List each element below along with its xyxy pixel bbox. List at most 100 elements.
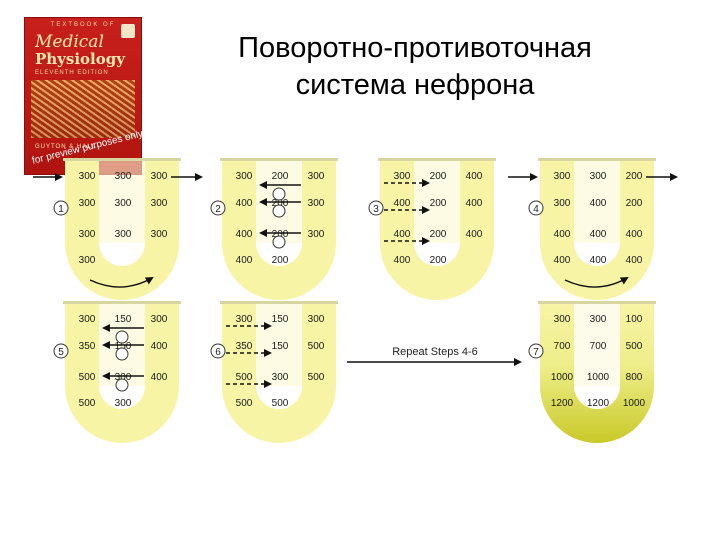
concentration-label: 100 bbox=[626, 314, 643, 325]
concentration-label: 300 bbox=[115, 398, 132, 409]
concentration-label: 350 bbox=[79, 341, 96, 352]
concentration-label: 300 bbox=[590, 314, 607, 325]
book-authors: GUYTON & HALL bbox=[35, 144, 96, 150]
concentration-label: 300 bbox=[554, 198, 571, 209]
step-number-badge bbox=[210, 343, 226, 359]
pump-icon bbox=[115, 330, 129, 344]
concentration-label: 300 bbox=[79, 198, 96, 209]
loop-flow-arrow bbox=[564, 277, 629, 288]
step-number: 5 bbox=[58, 347, 64, 358]
loop-tube bbox=[222, 303, 336, 443]
concentration-label: 300 bbox=[272, 372, 289, 383]
concentration-label: 700 bbox=[554, 341, 571, 352]
concentration-label: 300 bbox=[115, 198, 132, 209]
repeat-steps-label: Repeat Steps 4-6 bbox=[392, 346, 478, 358]
interstitium bbox=[256, 160, 302, 243]
concentration-label: 300 bbox=[79, 229, 96, 240]
concentration-label: 300 bbox=[115, 372, 132, 383]
concentration-label: 300 bbox=[308, 314, 325, 325]
concentration-label: 400 bbox=[626, 255, 643, 266]
concentration-label: 200 bbox=[430, 229, 447, 240]
step-number: 3 bbox=[373, 204, 379, 215]
interstitium bbox=[99, 303, 145, 386]
interstitium bbox=[574, 160, 620, 243]
loop-tube bbox=[222, 160, 336, 300]
concentration-label: 200 bbox=[272, 229, 289, 240]
loop-tube bbox=[65, 303, 179, 443]
concentration-label: 400 bbox=[394, 229, 411, 240]
book-title-line-1: Medical bbox=[35, 32, 104, 52]
loop-top-edge bbox=[220, 301, 338, 304]
concentration-label: 200 bbox=[272, 255, 289, 266]
concentration-label: 200 bbox=[430, 255, 447, 266]
concentration-label: 1000 bbox=[551, 372, 574, 383]
book-title-line-2: Physiology bbox=[35, 50, 125, 68]
concentration-label: 150 bbox=[115, 341, 132, 352]
concentration-label: 400 bbox=[394, 198, 411, 209]
loop-top-edge bbox=[220, 158, 338, 161]
concentration-label: 150 bbox=[115, 314, 132, 325]
book-series: TEXTBOOK OF bbox=[50, 22, 116, 28]
concentration-label: 300 bbox=[236, 314, 253, 325]
pump-icon bbox=[115, 378, 129, 392]
concentration-label: 400 bbox=[554, 255, 571, 266]
loop-top-edge bbox=[63, 301, 181, 304]
concentration-label: 300 bbox=[151, 171, 168, 182]
step-number: 7 bbox=[533, 347, 539, 358]
concentration-label: 300 bbox=[151, 229, 168, 240]
concentration-label: 500 bbox=[79, 398, 96, 409]
concentration-label: 500 bbox=[236, 372, 253, 383]
loop-tube bbox=[540, 303, 654, 443]
concentration-label: 500 bbox=[626, 341, 643, 352]
step-number-badge bbox=[53, 343, 69, 359]
concentration-label: 1000 bbox=[623, 398, 646, 409]
concentration-label: 150 bbox=[272, 314, 289, 325]
concentration-label: 300 bbox=[151, 314, 168, 325]
pump-icon bbox=[272, 204, 286, 218]
concentration-label: 150 bbox=[272, 341, 289, 352]
concentration-label: 500 bbox=[236, 398, 253, 409]
loop-top-edge bbox=[538, 158, 656, 161]
step-number: 2 bbox=[215, 204, 221, 215]
concentration-label: 200 bbox=[430, 171, 447, 182]
concentration-label: 300 bbox=[554, 314, 571, 325]
title-line-2: система нефрона bbox=[295, 69, 535, 101]
concentration-label: 400 bbox=[466, 198, 483, 209]
interstitium bbox=[574, 303, 620, 386]
concentration-label: 300 bbox=[308, 198, 325, 209]
concentration-label: 1200 bbox=[551, 398, 574, 409]
concentration-label: 400 bbox=[466, 229, 483, 240]
concentration-label: 500 bbox=[308, 372, 325, 383]
concentration-label: 300 bbox=[236, 171, 253, 182]
loop-top-edge bbox=[538, 301, 656, 304]
step-number-badge bbox=[528, 200, 544, 216]
concentration-label: 400 bbox=[151, 341, 168, 352]
concentration-label: 200 bbox=[272, 198, 289, 209]
loop-tube bbox=[380, 160, 494, 300]
concentration-label: 400 bbox=[590, 255, 607, 266]
concentration-label: 300 bbox=[590, 171, 607, 182]
step-number: 4 bbox=[533, 204, 539, 215]
concentration-label: 500 bbox=[79, 372, 96, 383]
concentration-label: 400 bbox=[554, 229, 571, 240]
concentration-label: 1000 bbox=[587, 372, 610, 383]
concentration-label: 700 bbox=[590, 341, 607, 352]
concentration-label: 200 bbox=[626, 198, 643, 209]
title-line-1: Поворотно-противоточная bbox=[238, 32, 592, 64]
loop-tube bbox=[65, 160, 179, 300]
concentration-label: 500 bbox=[272, 398, 289, 409]
interstitium bbox=[256, 303, 302, 386]
concentration-label: 200 bbox=[430, 198, 447, 209]
concentration-label: 800 bbox=[626, 372, 643, 383]
pump-icon bbox=[115, 347, 129, 361]
step-number-badge bbox=[210, 200, 226, 216]
concentration-label: 400 bbox=[590, 198, 607, 209]
loop-top-edge bbox=[378, 158, 496, 161]
slide-title: Поворотно-противоточная система нефрона bbox=[175, 30, 655, 104]
concentration-label: 300 bbox=[115, 229, 132, 240]
concentration-label: 300 bbox=[79, 314, 96, 325]
